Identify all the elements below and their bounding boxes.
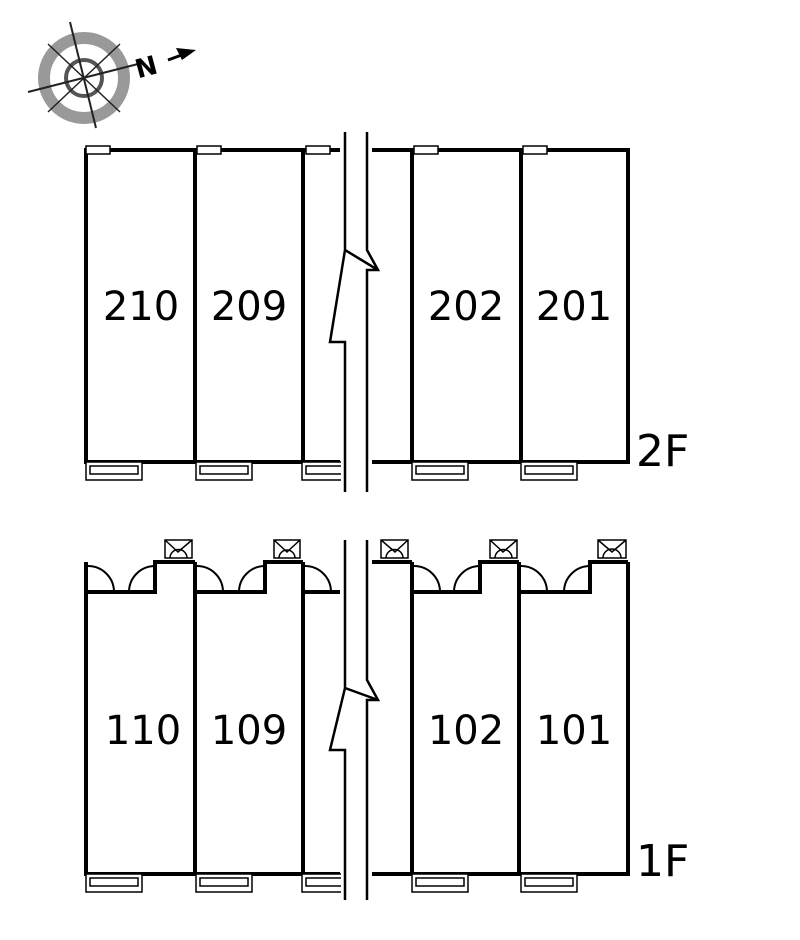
compass-rose-icon bbox=[27, 21, 196, 129]
floor-label-2f: 2F bbox=[636, 426, 689, 477]
unit-label-110: 110 bbox=[105, 708, 181, 754]
compass-north-label: N bbox=[132, 51, 161, 86]
unit-label-209: 209 bbox=[211, 284, 287, 330]
floor-2f-plan bbox=[84, 132, 630, 492]
unit-label-102: 102 bbox=[428, 708, 504, 754]
unit-label-101: 101 bbox=[536, 708, 612, 754]
unit-label-201: 201 bbox=[536, 284, 612, 330]
unit-label-210: 210 bbox=[103, 284, 179, 330]
unit-label-202: 202 bbox=[428, 284, 504, 330]
floor-label-1f: 1F bbox=[636, 836, 689, 887]
unit-label-109: 109 bbox=[211, 708, 287, 754]
floor-1f-plan bbox=[84, 539, 630, 900]
